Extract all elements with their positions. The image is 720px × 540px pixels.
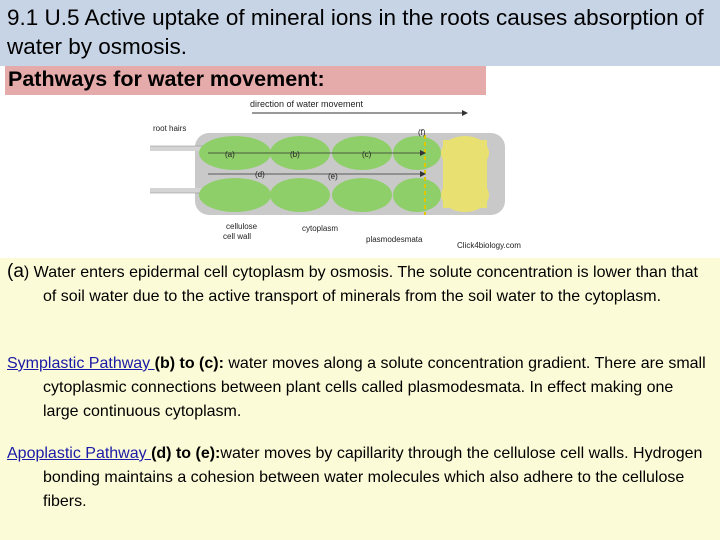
paragraph-symplastic: Symplastic Pathway (b) to (c): water mov…: [7, 352, 707, 424]
root-hairs-label: root hairs: [153, 124, 186, 133]
cellulose-label-2: cell wall: [223, 232, 251, 241]
paragraph-a-letter: (a: [7, 261, 24, 282]
label-b: (b): [290, 150, 300, 159]
paragraph-a: (a) Water enters epidermal cell cytoplas…: [7, 260, 707, 309]
symplastic-labels: (b) to (c):: [154, 355, 224, 372]
apoplastic-text: water moves by capillarity through the c…: [43, 445, 703, 510]
subtitle: Pathways for water movement:: [8, 67, 325, 91]
label-a: (a): [225, 150, 235, 159]
root-hair-lower: [150, 188, 205, 193]
paragraph-a-close: ): [23, 264, 30, 281]
credit-label: Click4biology.com: [457, 241, 521, 250]
symplastic-pathway-link[interactable]: Symplastic Pathway: [7, 355, 155, 372]
cellulose-label-1: cellulose: [226, 222, 258, 231]
plasmodesmata-label: plasmodesmata: [366, 235, 423, 244]
slide-title: 9.1 U.5 Active uptake of mineral ions in…: [7, 5, 704, 59]
root-hair-upper: [150, 146, 205, 151]
apoplastic-pathway-link[interactable]: Apoplastic Pathway: [7, 445, 152, 462]
body-band: [0, 258, 720, 540]
root-cells-diagram: direction of water movement root hairs (…: [150, 99, 521, 250]
cytoplasm-label: cytoplasm: [302, 224, 338, 233]
label-e: (e): [328, 172, 338, 181]
paragraph-apoplastic: Apoplastic Pathway (d) to (e):water move…: [7, 442, 707, 514]
title-band: [0, 0, 720, 66]
symplastic-text: water moves along a solute concentration…: [43, 355, 706, 420]
cell-bottom-2: [270, 178, 330, 212]
label-c: (c): [362, 150, 372, 159]
cell-bottom-4: [393, 178, 441, 212]
subtitle-band: Pathways for water movement:: [5, 66, 486, 95]
label-d: (d): [255, 170, 265, 179]
apoplastic-labels: (d) to (e):: [151, 445, 221, 462]
direction-label: direction of water movement: [250, 99, 364, 109]
paragraph-a-text: Water enters epidermal cell cytoplasm by…: [29, 264, 698, 305]
label-f: (f): [418, 128, 426, 137]
cell-bottom-3: [332, 178, 392, 212]
cell-bottom-1: [199, 178, 271, 212]
